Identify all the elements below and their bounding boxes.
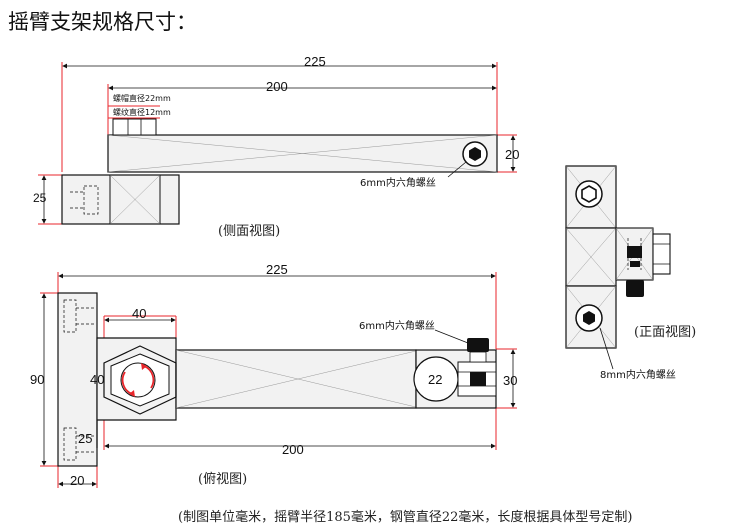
top-dim-hex-height-label: 40: [90, 372, 105, 387]
side-view-bolt-head: [112, 118, 157, 136]
front-view-caption: (正面视图): [634, 325, 697, 340]
side-view-screw: [462, 141, 488, 167]
top-dim-hex-width-label: 40: [132, 306, 147, 321]
top-view-extension-lines: [40, 272, 517, 488]
top-dim-clamp-label: 30: [503, 373, 518, 388]
top-view-base-plate: [57, 292, 98, 467]
side-view-dimension-lines: [41, 63, 516, 224]
side-dim-arm-height-label: 20: [505, 147, 520, 162]
side-dim-block-height-label: 25: [33, 191, 47, 205]
footnote: (制图单位毫米，摇臂半径185毫米，钢管直径22毫米，长度根据具体型号定制): [178, 510, 633, 525]
front-view-screw: [575, 304, 603, 332]
page-title: 摇臂支架规格尺寸：: [8, 10, 197, 34]
top-dim-base-width-label: 20: [70, 473, 85, 488]
top-view-caption: (俯视图): [198, 472, 248, 487]
front-view-screw-head: [626, 280, 644, 297]
side-dim-overall-label: 225: [304, 54, 326, 69]
top-callout-screw: 6mm内六角螺丝: [359, 321, 435, 332]
side-note-bolt-head: 螺帽直径22mm: [113, 94, 171, 103]
front-callout-screw: 8mm内六角螺丝: [600, 370, 676, 381]
front-view: [565, 165, 671, 370]
side-view-base-block: [61, 174, 180, 225]
side-callout-screw: 6mm内六角螺丝: [360, 178, 436, 189]
front-view-side-bolt: [652, 233, 671, 275]
side-view: [38, 62, 517, 225]
top-view: [40, 272, 517, 488]
side-view-caption: (侧面视图): [218, 224, 281, 239]
top-view-hex-bolt: [103, 345, 177, 415]
side-dim-arm-length-label: 200: [266, 79, 288, 94]
top-dim-overall-label: 225: [266, 262, 288, 277]
top-dim-base-length-label: 90: [30, 372, 45, 387]
top-dim-slot-label: 25: [78, 431, 93, 446]
side-view-extension-lines: [38, 62, 517, 225]
top-view-dimension-lines: [41, 273, 516, 487]
side-note-thread: 螺纹直径12mm: [113, 108, 171, 117]
top-dim-arm-length-label: 200: [282, 442, 304, 457]
top-view-screw-head: [467, 338, 489, 352]
top-dim-pipe-label: 22: [428, 372, 443, 387]
